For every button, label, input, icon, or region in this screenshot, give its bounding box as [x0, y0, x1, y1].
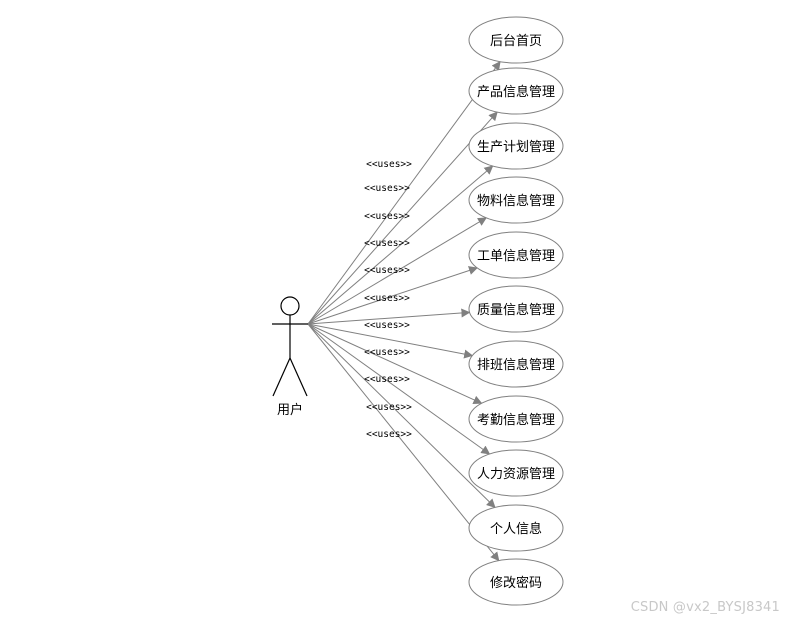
actor-head	[280, 296, 300, 316]
use-case[interactable]: 产品信息管理	[468, 67, 564, 115]
uses-label: <<uses>>	[366, 429, 412, 440]
use-case-ellipse	[468, 340, 564, 388]
actor-right-leg	[289, 357, 308, 397]
use-case-ellipse	[468, 504, 564, 552]
use-case-ellipse	[468, 176, 564, 224]
uses-connector	[307, 60, 501, 325]
uses-label: <<uses>>	[364, 183, 410, 194]
use-case-label: 排班信息管理	[477, 357, 555, 373]
uses-label: <<uses>>	[364, 347, 410, 358]
use-case-ellipse	[468, 16, 564, 64]
use-case-label: 修改密码	[490, 575, 542, 591]
use-case-ellipse	[468, 122, 564, 170]
use-case-label: 个人信息	[490, 521, 542, 537]
use-case-ellipse	[468, 231, 564, 279]
use-case[interactable]: 考勤信息管理	[468, 395, 564, 443]
actor-left-leg	[272, 357, 291, 397]
uses-label: <<uses>>	[364, 374, 410, 385]
use-case[interactable]: 物料信息管理	[468, 176, 564, 224]
use-case[interactable]: 个人信息	[468, 504, 564, 552]
use-case-ellipse	[468, 395, 564, 443]
uses-connector	[307, 323, 474, 359]
uses-connectors	[307, 60, 501, 562]
use-case-ellipse	[468, 285, 564, 333]
use-case[interactable]: 排班信息管理	[468, 340, 564, 388]
use-cases: 后台首页产品信息管理生产计划管理物料信息管理工单信息管理质量信息管理排班信息管理…	[468, 16, 564, 606]
uses-label: <<uses>>	[364, 265, 410, 276]
uses-label: <<uses>>	[364, 320, 410, 331]
use-case-label: 质量信息管理	[477, 302, 555, 318]
uses-connector	[307, 111, 498, 325]
uses-connector	[307, 323, 483, 405]
uses-connector	[307, 217, 487, 325]
uses-label: <<uses>>	[366, 159, 412, 170]
uses-connector	[307, 308, 471, 325]
use-case[interactable]: 人力资源管理	[468, 449, 564, 497]
use-case-label: 产品信息管理	[477, 84, 555, 100]
use-case[interactable]: 后台首页	[468, 16, 564, 64]
use-case-ellipse	[468, 558, 564, 606]
uses-connector	[307, 323, 491, 455]
use-case-label: 人力资源管理	[477, 467, 555, 482]
use-case[interactable]: 工单信息管理	[468, 231, 564, 279]
uses-label: <<uses>>	[364, 238, 410, 249]
use-case-label: 物料信息管理	[477, 193, 555, 209]
use-case-label: 考勤信息管理	[477, 412, 555, 428]
watermark: CSDN @vx2_BYSJ8341	[630, 600, 780, 615]
uses-label: <<uses>>	[364, 293, 410, 304]
actor-user[interactable]: 用户	[272, 296, 308, 418]
use-case-label: 生产计划管理	[477, 140, 555, 155]
uses-labels: <<uses>> <<uses>> <<uses>> <<uses>> <<uses>>…	[364, 159, 412, 440]
uses-connector	[307, 266, 478, 325]
use-case[interactable]: 质量信息管理	[468, 285, 564, 333]
uses-connector	[307, 165, 494, 325]
uses-connector	[307, 323, 500, 562]
use-case-label: 工单信息管理	[477, 248, 555, 264]
actor-label: 用户	[277, 402, 303, 418]
use-case[interactable]: 修改密码	[468, 558, 564, 606]
use-case-ellipse	[468, 67, 564, 115]
use-case[interactable]: 生产计划管理	[468, 122, 564, 170]
uses-connector	[307, 323, 496, 509]
use-case-label: 后台首页	[490, 34, 542, 49]
use-case-ellipse	[468, 449, 564, 497]
uses-label: <<uses>>	[364, 211, 410, 222]
uses-label: <<uses>>	[366, 402, 412, 413]
